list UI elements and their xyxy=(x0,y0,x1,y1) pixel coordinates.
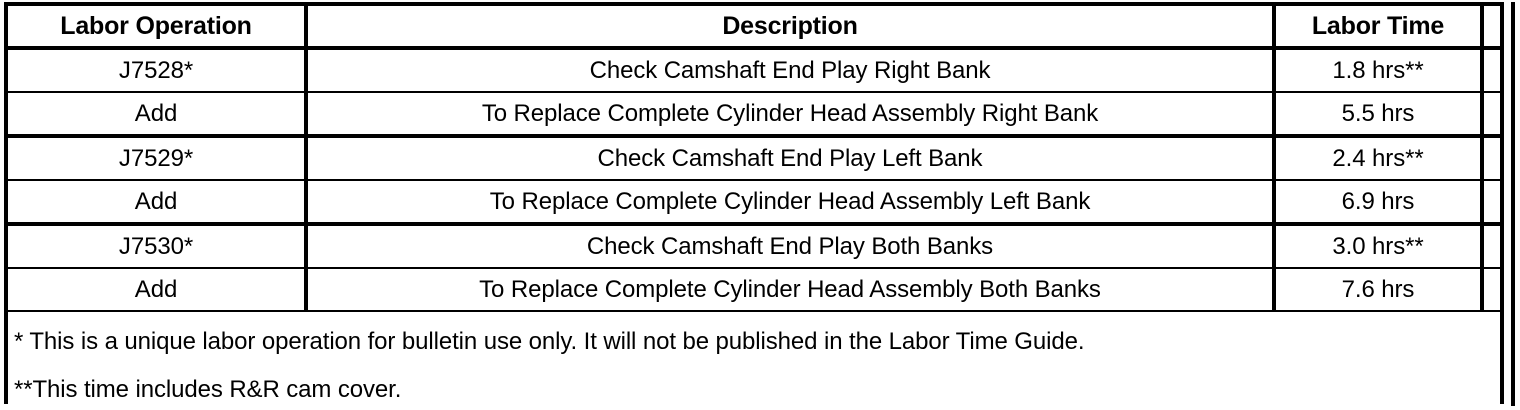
cell-spacer xyxy=(1482,224,1500,269)
cell-labor-operation: Add xyxy=(8,92,308,138)
column-header-spacer xyxy=(1482,6,1500,50)
column-header-labor-operation: Labor Operation xyxy=(8,6,308,50)
table-row: Add To Replace Complete Cylinder Head As… xyxy=(8,268,1500,311)
cell-description: To Replace Complete Cylinder Head Assemb… xyxy=(306,92,1276,138)
column-header-labor-time: Labor Time xyxy=(1274,6,1484,50)
cell-labor-time: 1.8 hrs** xyxy=(1274,48,1484,93)
table-row: J7528* Check Camshaft End Play Right Ban… xyxy=(8,48,1500,93)
table-body: J7528* Check Camshaft End Play Right Ban… xyxy=(8,48,1500,410)
footnotes-section: * This is a unique labor operation for b… xyxy=(8,310,1500,410)
cell-labor-operation: Add xyxy=(8,268,308,311)
cell-spacer xyxy=(1482,180,1500,226)
cell-labor-operation: J7529* xyxy=(8,136,308,181)
cell-spacer xyxy=(1482,48,1500,93)
cell-spacer xyxy=(1482,268,1500,311)
labor-operation-table: Labor Operation Description Labor Time J… xyxy=(8,6,1500,410)
cell-description: Check Camshaft End Play Right Bank xyxy=(306,48,1276,93)
cell-description: Check Camshaft End Play Left Bank xyxy=(306,136,1276,181)
header-row: Labor Operation Description Labor Time xyxy=(8,6,1500,50)
footnote-asterisk: * This is a unique labor operation for b… xyxy=(14,327,1085,355)
footnote-double-asterisk: **This time includes R&R cam cover. xyxy=(14,375,402,403)
cell-labor-time: 5.5 hrs xyxy=(1274,92,1484,138)
table-row: J7530* Check Camshaft End Play Both Bank… xyxy=(8,224,1500,269)
cell-labor-operation: J7530* xyxy=(8,224,308,269)
labor-table-container: Labor Operation Description Labor Time J… xyxy=(4,2,1504,410)
table-row: J7529* Check Camshaft End Play Left Bank… xyxy=(8,136,1500,181)
cell-labor-operation: J7528* xyxy=(8,48,308,93)
column-header-description: Description xyxy=(306,6,1276,50)
cell-labor-time: 7.6 hrs xyxy=(1274,268,1484,311)
cell-labor-time: 2.4 hrs** xyxy=(1274,136,1484,181)
table-header: Labor Operation Description Labor Time xyxy=(8,6,1500,50)
footnotes-row: * This is a unique labor operation for b… xyxy=(8,310,1500,410)
cell-labor-time: 3.0 hrs** xyxy=(1274,224,1484,269)
cell-spacer xyxy=(1482,92,1500,138)
table-row: Add To Replace Complete Cylinder Head As… xyxy=(8,92,1500,138)
page-edge-rule xyxy=(1511,2,1515,406)
cell-description: Check Camshaft End Play Both Banks xyxy=(306,224,1276,269)
cell-labor-operation: Add xyxy=(8,180,308,226)
table-row: Add To Replace Complete Cylinder Head As… xyxy=(8,180,1500,226)
cell-labor-time: 6.9 hrs xyxy=(1274,180,1484,226)
cell-spacer xyxy=(1482,136,1500,181)
cell-description: To Replace Complete Cylinder Head Assemb… xyxy=(306,268,1276,311)
cell-description: To Replace Complete Cylinder Head Assemb… xyxy=(306,180,1276,226)
